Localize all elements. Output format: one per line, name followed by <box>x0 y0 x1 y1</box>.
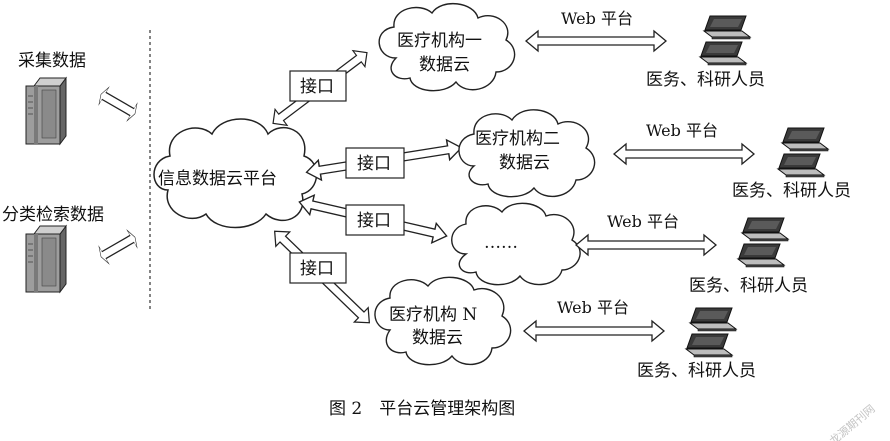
svg-text:接口: 接口 <box>357 154 391 174</box>
web-platform-label: Web 平台 <box>557 298 629 317</box>
web-platform-arrow <box>613 143 755 165</box>
web-platform-label: Web 平台 <box>607 212 679 231</box>
institution-cloud-2-line2: 数据云 <box>499 153 550 173</box>
institution-cloud-4 <box>374 276 512 366</box>
institution-cloud-3 <box>451 202 581 286</box>
institution-cloud-2-line1: 医疗机构二 <box>475 129 560 149</box>
server-icon <box>25 77 67 145</box>
central-platform-label: 信息数据云平台 <box>158 169 277 189</box>
central-cloud-shape <box>153 118 318 229</box>
svg-text:接口: 接口 <box>300 259 334 279</box>
server-link-arrow <box>95 227 141 267</box>
laptop-icon <box>738 218 788 267</box>
interface-box: 接口 <box>345 147 405 179</box>
figure-caption: 图 2 平台云管理架构图 <box>329 399 515 419</box>
svg-text:接口: 接口 <box>357 211 391 231</box>
watermark-text: 龙源期刊网 <box>826 401 877 441</box>
svg-text:接口: 接口 <box>300 77 334 97</box>
institution-cloud-1-line1: 医疗机构一 <box>397 31 482 51</box>
interface-box: 接口 <box>289 252 347 284</box>
users-label: 医务、科研人员 <box>637 361 756 381</box>
institution-cloud-4-line2: 数据云 <box>412 328 463 348</box>
server-icon <box>25 225 67 293</box>
web-platform-arrow <box>523 320 665 342</box>
laptop-icon <box>778 128 828 177</box>
users-label: 医务、科研人员 <box>732 181 851 201</box>
web-platform-label: Web 平台 <box>561 9 633 28</box>
interface-box: 接口 <box>345 204 405 236</box>
server-link-arrow <box>95 84 141 124</box>
laptop-icon <box>686 308 736 357</box>
institution-cloud-1 <box>378 2 516 92</box>
web-platform-arrow <box>575 234 717 256</box>
label-collected-data: 采集数据 <box>18 51 86 71</box>
institution-cloud-1-line2: 数据云 <box>419 55 470 75</box>
users-label: 医务、科研人员 <box>646 70 765 90</box>
label-classified-data: 分类检索数据 <box>2 205 104 225</box>
institution-cloud-4-line1: 医疗机构 N <box>389 305 477 325</box>
web-platform-arrow <box>525 30 667 52</box>
web-platform-label: Web 平台 <box>646 121 718 140</box>
laptop-icon <box>700 16 750 65</box>
institution-cloud-2 <box>458 109 596 198</box>
institution-cloud-3-line1: …… <box>484 233 518 253</box>
users-label: 医务、科研人员 <box>689 276 808 296</box>
interface-box: 接口 <box>289 70 347 102</box>
